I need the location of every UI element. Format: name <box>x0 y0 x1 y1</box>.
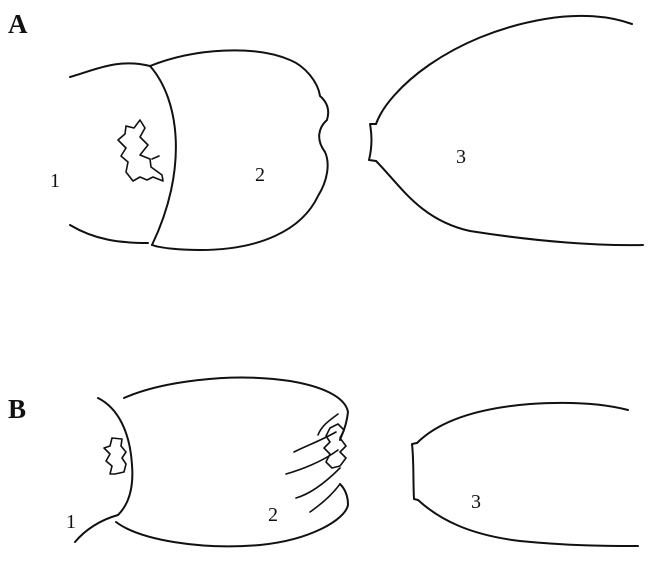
panel-b-segment-2-fold-5 <box>310 484 340 512</box>
panel-b-segment-2-fold-4 <box>296 468 340 498</box>
panel-b-label-3: 3 <box>471 491 481 513</box>
panel-b-label-1: 1 <box>66 511 76 533</box>
panel-a-segment-1-lower-outline <box>70 225 148 243</box>
panel-a-scar-tick <box>152 156 159 159</box>
panel-a: A 1 2 3 <box>8 9 643 250</box>
panel-a-segment-3-base <box>369 124 376 161</box>
panel-a-label-2: 2 <box>255 164 265 186</box>
panel-b-label: B <box>8 394 26 424</box>
panel-b-segment-3-lower-outline <box>418 500 638 546</box>
panel-b-segment-2-upper <box>124 378 348 440</box>
panel-a-suture-1-2 <box>150 66 176 245</box>
panel-a-label: A <box>8 9 28 39</box>
panel-b-label-2: 2 <box>268 504 278 526</box>
panel-a-segment-1-scar <box>118 120 163 181</box>
panel-a-label-3: 3 <box>456 146 466 168</box>
panel-b-segment-1-scar <box>104 438 126 474</box>
panel-b-segment-3-base <box>412 443 418 500</box>
panel-b: B 1 2 3 <box>8 378 638 547</box>
panel-a-segment-1-outline <box>70 63 150 77</box>
panel-b-segment-2-lower <box>116 484 348 546</box>
panel-b-segment-3-outline <box>417 403 628 443</box>
panel-a-segment-3-lower-outline <box>376 161 643 245</box>
panel-a-label-1: 1 <box>50 170 60 192</box>
panel-a-segment-3-outline <box>376 16 632 124</box>
